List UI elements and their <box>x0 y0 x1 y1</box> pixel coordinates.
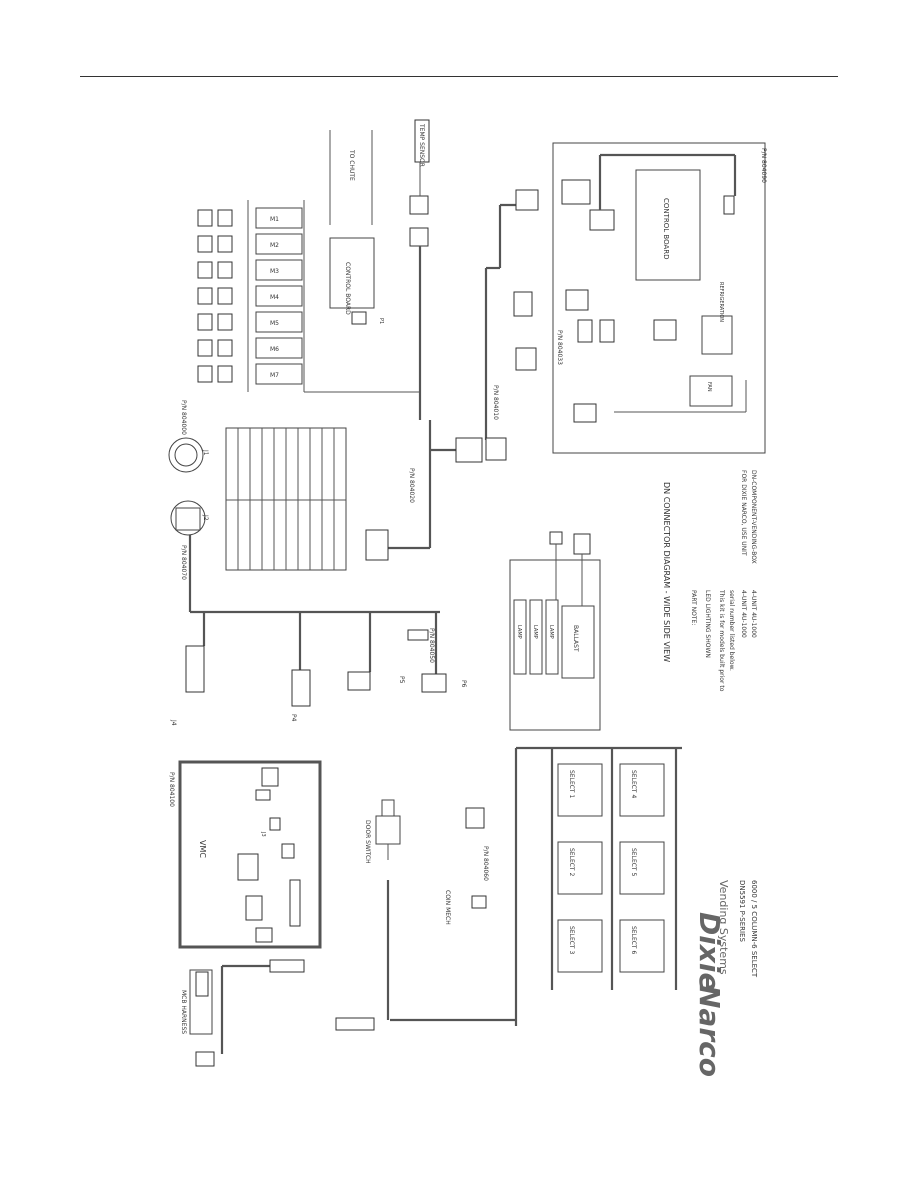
notes-bottom1: FOR DIXIE NARCO, USE UNIT <box>740 470 747 556</box>
select-switch: SELECT 3 <box>557 919 603 973</box>
motor-row: M7 <box>197 363 303 385</box>
select-switch: SELECT 5 <box>619 841 665 895</box>
diagram-notes: DN CONNECTOR DIAGRAM - WIDE SIDE VIEW PA… <box>662 470 757 692</box>
select-switch: SELECT 2 <box>557 841 603 895</box>
lighting-assembly: LAMP LAMP LAMP BALLAST <box>509 531 601 731</box>
pn-box-label: P/N 804090 <box>760 148 767 183</box>
pn-door-label: P/N 804060 <box>482 846 489 881</box>
select-switch: SELECT 1 <box>557 763 603 817</box>
pn-ctrl-label: P/N 804010 <box>492 385 499 420</box>
p4-label: P4 <box>290 714 297 722</box>
control-board-label: CONTROL BOARD <box>344 262 351 315</box>
lamp-label: LAMP <box>548 625 554 639</box>
p1-label: P1 <box>378 318 384 324</box>
temp-sensor-label: TEMP SENSOR <box>418 123 425 167</box>
refrigeration-label: REFRIGERATION <box>718 282 724 322</box>
diagram-title: DN CONNECTOR DIAGRAM - WIDE SIDE VIEW <box>662 482 671 662</box>
refrig-control-label: CONTROL BOARD <box>662 198 670 260</box>
motor-row: M2 <box>197 233 303 255</box>
motor-label: M2 <box>270 242 279 249</box>
main-wire-trunk <box>188 203 520 674</box>
notes-model1: 4-UNIT 4U-1000 <box>740 590 747 638</box>
pinout-table <box>225 427 347 571</box>
pn-pwr-label: P/N 804020 <box>408 468 415 503</box>
vmc-board: VMC P/N 804100 J3 <box>168 760 322 949</box>
j3-label: J3 <box>260 831 266 837</box>
motor-label: M7 <box>270 372 279 379</box>
control-board-top: TO CHUTE CONTROL BOARD P1 TEMP SENSOR <box>329 119 430 325</box>
select-switch: SELECT 4 <box>619 763 665 817</box>
brand-name-dixie: Dixie <box>693 912 726 992</box>
notes-heading: PART NOTE: <box>690 590 697 625</box>
lamp-label: LAMP <box>532 625 538 639</box>
pn-main-label: P/N 804000 <box>180 400 187 435</box>
refrigeration-panel: CONTROL BOARD REFRIGERATION FAN P/N 8040… <box>552 142 767 454</box>
notes-line1: LED LIGHTING SHOWN <box>704 590 711 658</box>
brand-doc1: DN5591 P-SERIES <box>738 880 746 942</box>
coin-mech-label: COIN MECH <box>444 890 451 925</box>
ballast-label: BALLAST <box>572 625 579 652</box>
circular-connectors: J1 J2 P/N 804000 P/N 804070 <box>168 400 209 580</box>
motor-label: M5 <box>270 320 279 327</box>
notes-line2: This kit is for models built prior to <box>718 589 725 692</box>
select-label: SELECT 5 <box>630 848 637 876</box>
to-chute-label: TO CHUTE <box>348 149 355 181</box>
select-label: SELECT 6 <box>630 926 637 954</box>
lamp-label: LAMP <box>516 625 522 639</box>
select-switch: SELECT 6 <box>619 919 665 973</box>
motor-row: M5 <box>197 311 303 333</box>
notes-model2: 4-UNIT 4U-1000 <box>750 590 757 638</box>
fan-label: FAN <box>706 382 712 392</box>
motor-label: M1 <box>270 216 279 223</box>
j4-label: J4 <box>170 719 177 726</box>
notes-line3: serial number listed below. <box>728 590 735 671</box>
door-switch-assembly: DOOR SWITCH P/N 804060 COIN MECH <box>335 799 516 1031</box>
motor-row: M3 <box>197 259 303 281</box>
header-rule <box>80 76 838 77</box>
p5-label: P5 <box>398 676 405 684</box>
select-label: SELECT 4 <box>630 770 637 798</box>
center-connectors: P/N 804010 P/N 804020 <box>365 189 539 561</box>
notes-bottom2: DN-COMPONENT-VENDING-BOX <box>750 470 757 564</box>
door-switch-label: DOOR SWITCH <box>364 820 371 864</box>
lower-connectors: J4 P4 P5 P6 P/N 804050 <box>170 628 467 726</box>
motor-label: M6 <box>270 346 279 353</box>
j1-label: J1 <box>202 449 209 456</box>
motor-row: M4 <box>197 285 303 307</box>
mcb-harness: MCB HARNESS <box>180 959 305 1067</box>
pn-mcb-label: P/N 804100 <box>168 772 175 807</box>
select-switch-matrix: SELECT 1 SELECT 2 SELECT 3 SELECT 4 SELE… <box>514 746 682 1026</box>
vmc-label: VMC <box>198 840 207 858</box>
pn-sw-label: P/N 804033 <box>556 330 563 365</box>
pn-lock-label: P/N 804050 <box>428 628 435 663</box>
pn-harness-label: P/N 804070 <box>180 545 187 580</box>
brand-name-narco: Narco <box>693 985 726 1077</box>
motor-row: M6 <box>197 337 303 359</box>
brand-doc2: 6000 / 5 COLUMN-6 SELECT <box>750 880 758 978</box>
select-label: SELECT 1 <box>568 770 575 798</box>
motor-label: M4 <box>270 294 279 301</box>
mcb-harness-label: MCB HARNESS <box>180 990 187 1034</box>
j2-label: J2 <box>202 514 209 521</box>
brand-block: Dixie Narco Vending Systems DN5591 P-SER… <box>693 880 758 1077</box>
select-label: SELECT 2 <box>568 848 575 876</box>
select-label: SELECT 3 <box>568 926 575 954</box>
motor-label: M3 <box>270 268 279 275</box>
motor-row: M1 <box>197 207 303 229</box>
motor-bank: M1 M2 M3 M4 M5 <box>197 200 420 393</box>
brand-tagline: Vending Systems <box>717 880 730 975</box>
p6-label: P6 <box>460 680 467 688</box>
